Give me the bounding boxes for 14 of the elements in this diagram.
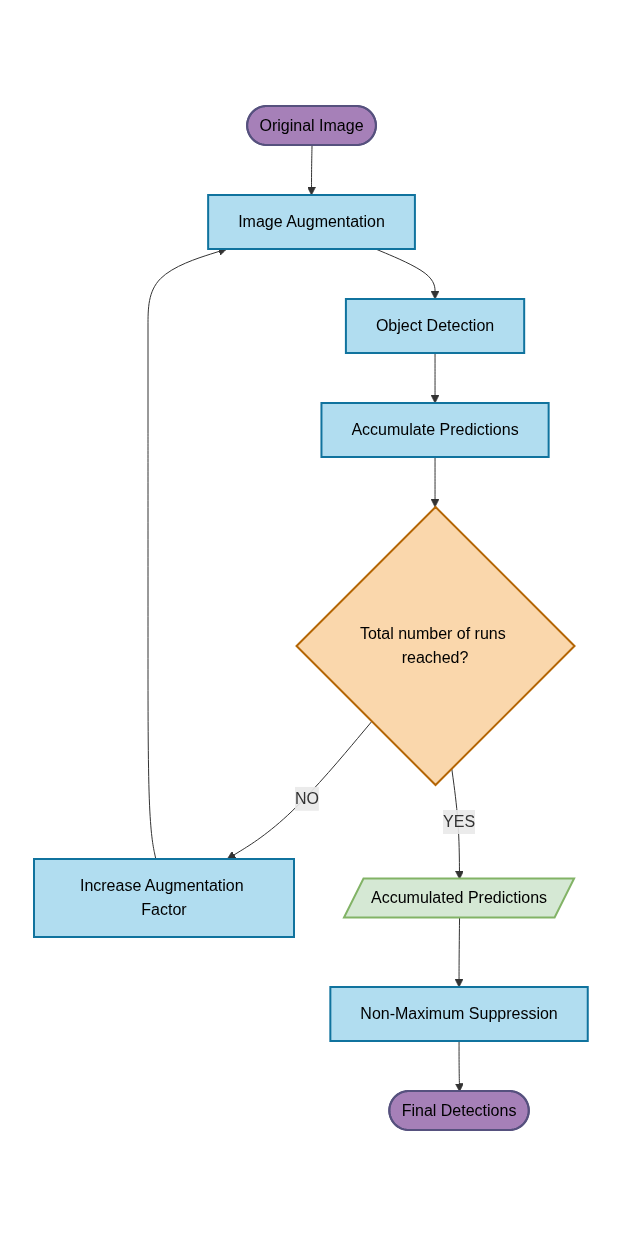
arrow (306, 145, 316, 196)
edge-label: YES (442, 813, 475, 830)
arrow (430, 456, 440, 508)
node-box: Increase Augmentation Factor (32, 858, 295, 938)
node-box: Image Augmentation (206, 194, 416, 250)
node-diamond: Total number of runs reached? (294, 505, 576, 787)
arrow (430, 352, 440, 404)
node-box: Object Detection (344, 298, 525, 354)
arrow (226, 721, 372, 860)
arrow (454, 1040, 464, 1092)
edge-label: NO (294, 789, 319, 807)
arrow (454, 917, 464, 988)
node-box: Accumulate Predictions (320, 402, 550, 458)
node-box: Non-Maximum Suppression (328, 986, 589, 1042)
